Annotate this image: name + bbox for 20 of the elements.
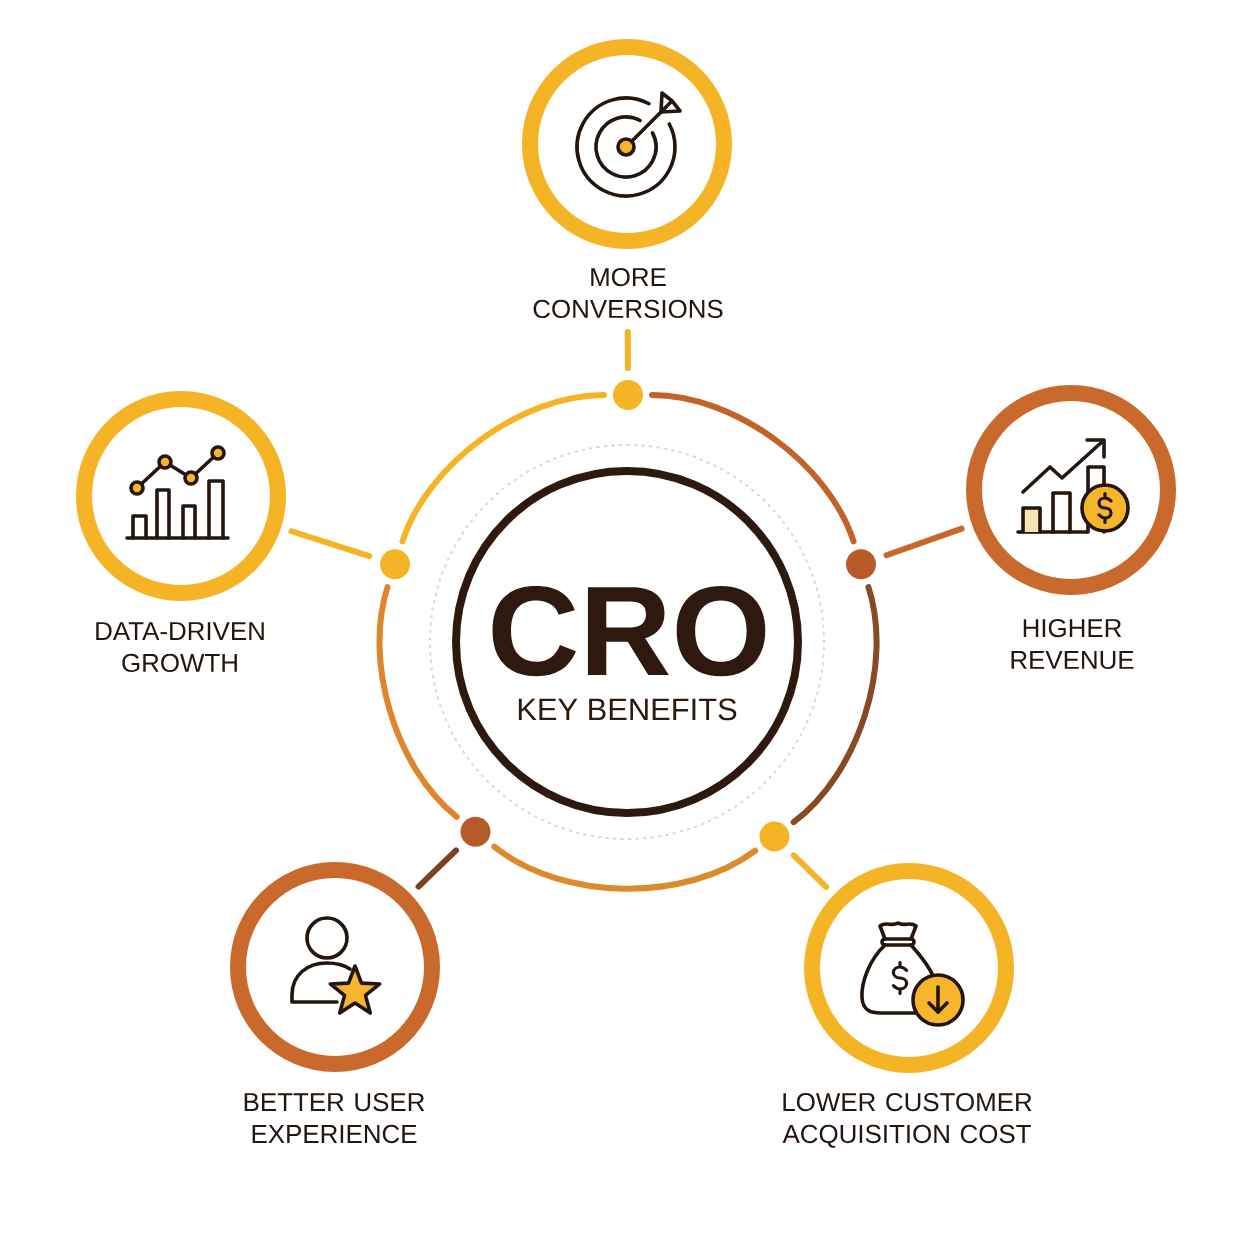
ring-arc — [491, 843, 759, 892]
connector-dot — [460, 816, 491, 847]
ring-arc — [399, 392, 607, 545]
benefit-label: HIGHER REVENUE — [1011, 618, 1134, 670]
benefit-label: LOWER CUSTOMER ACQUISITION COST — [782, 1092, 1032, 1148]
ring-arc — [649, 392, 857, 545]
ring-arc — [790, 584, 880, 826]
connector-line — [790, 852, 830, 890]
connector-dot — [759, 821, 790, 852]
connector-line — [883, 525, 965, 559]
connector-line — [624, 329, 631, 371]
connector-dot — [846, 549, 876, 580]
ring-arc — [376, 584, 460, 820]
connector-dot — [380, 549, 410, 580]
benefit-label: MORE CONVERSIONS — [533, 267, 723, 319]
benefit-label: DATA-DRIVEN GROWTH — [96, 622, 264, 673]
connector-line — [288, 528, 373, 560]
connector-line — [415, 847, 460, 890]
benefit-label: BETTER USER EXPERIENCE — [244, 1092, 425, 1144]
connector-dot — [613, 380, 643, 410]
